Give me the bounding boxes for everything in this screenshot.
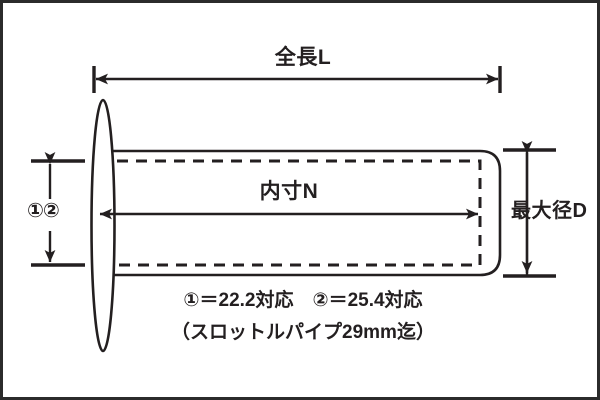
label-bore-size-marks: ①② [27, 200, 60, 222]
dimension-total-length [92, 66, 502, 93]
caption-bore-correspondence: ①＝22.2対応 ②＝25.4対応 [183, 290, 423, 311]
inner-bore-dashed-rect [98, 159, 482, 267]
diagram-vector-layer [31, 66, 556, 353]
caption-throttle-pipe-note: （スロットルパイプ29mm迄） [171, 322, 435, 343]
label-inner-length: 内寸N [259, 180, 319, 203]
left-flange-ellipse [90, 98, 116, 353]
dimension-max-diameter [503, 141, 556, 278]
label-max-diameter: 最大径D [511, 200, 588, 222]
label-total-length: 全長L [274, 46, 332, 69]
dimension-bore-size [31, 152, 85, 267]
